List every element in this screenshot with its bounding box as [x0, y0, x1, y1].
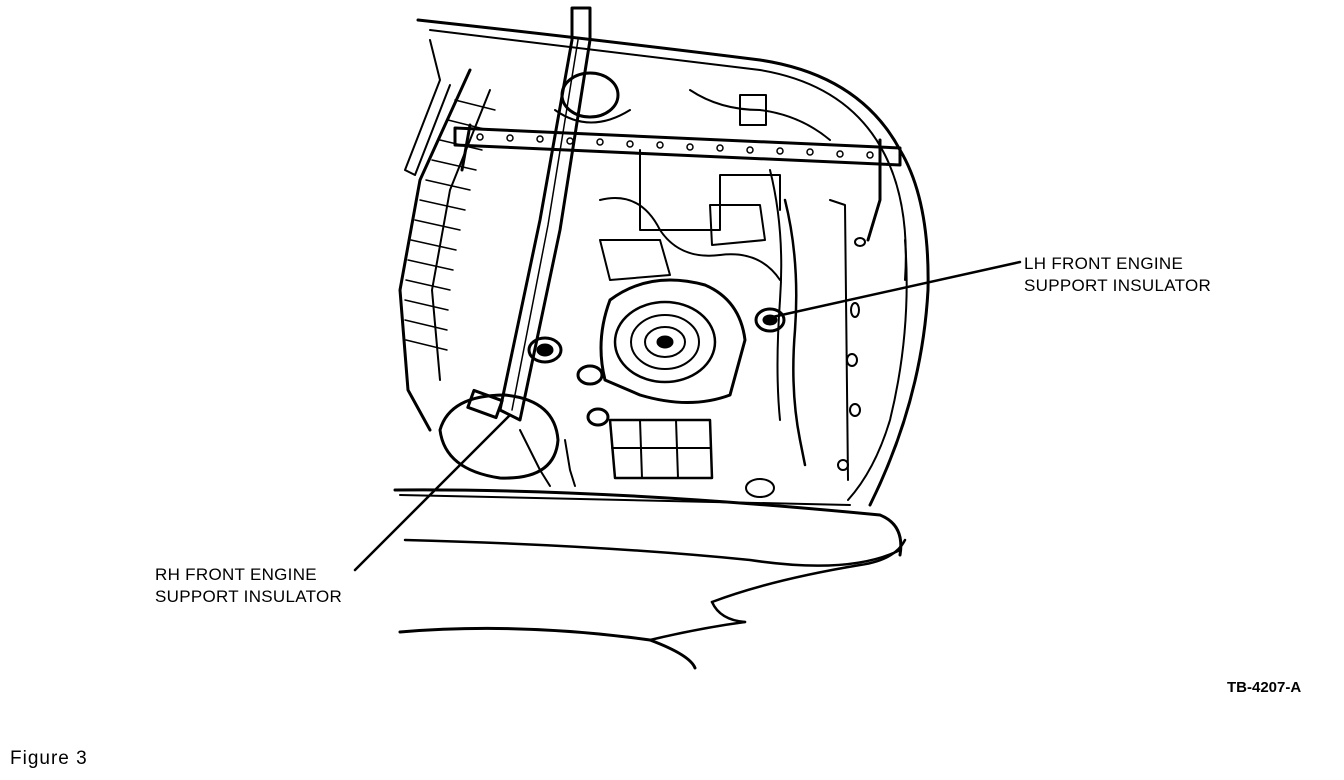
- flywheel-hub: [656, 335, 674, 349]
- lower-panel-line-2: [648, 620, 747, 642]
- lh-leader-line: [766, 260, 1022, 320]
- lower-right-grommet: [745, 478, 775, 498]
- lower-mount-bolt: [576, 364, 604, 386]
- figure-caption: Figure 3: [10, 748, 88, 769]
- rh-engine-mount: [527, 336, 563, 364]
- flywheel-outer: [613, 300, 717, 384]
- reference-code: TB-4207-A: [1227, 679, 1302, 696]
- bumper-lower: [710, 538, 907, 604]
- lh-callout-line-1: LH FRONT ENGINE: [1024, 254, 1184, 273]
- hood-outline: [416, 18, 930, 507]
- rh-callout-line-2: SUPPORT INSULATOR: [155, 587, 343, 606]
- bracket-assembly: [599, 239, 671, 281]
- support-fixture-bar: [453, 126, 902, 167]
- mount-bolt-small: [586, 407, 610, 427]
- bumper-lower-edge: [710, 600, 747, 624]
- relay-box: [739, 94, 767, 126]
- left-hood-strut: [404, 39, 451, 176]
- lower-hose-left: [519, 429, 551, 487]
- lh-insulator-callout: LH FRONT ENGINE SUPPORT INSULATOR: [1024, 253, 1211, 297]
- fixture-right-hook: [866, 138, 882, 242]
- wiring-harness: [599, 197, 781, 281]
- lower-panel-line: [398, 626, 697, 670]
- fixture-left-hook: [460, 123, 472, 172]
- lower-hose-right: [564, 439, 576, 487]
- bar-detail: [511, 39, 579, 411]
- radiator-outline: [398, 68, 472, 432]
- lh-callout-line-2: SUPPORT INSULATOR: [1024, 276, 1212, 295]
- strut-tower-base: [554, 109, 631, 124]
- right-brake-line: [783, 198, 807, 467]
- flywheel-inner: [644, 326, 686, 358]
- strut-tower: [560, 71, 620, 119]
- rh-callout-line-1: RH FRONT ENGINE: [155, 565, 317, 584]
- fixture-holes: [476, 133, 874, 159]
- fender-edge: [847, 239, 908, 501]
- transmission-housing: [599, 278, 747, 404]
- shock-tower-right: [829, 199, 849, 481]
- rh-insulator-callout: RH FRONT ENGINE SUPPORT INSULATOR: [155, 564, 342, 608]
- rh-leader-line: [353, 413, 512, 572]
- right-inner-line: [769, 169, 783, 421]
- fender-holes: [837, 237, 866, 471]
- intake-assembly: [639, 149, 781, 231]
- flywheel-mid: [630, 314, 700, 370]
- fender-lip-inner: [399, 494, 851, 506]
- radiator-inner: [431, 89, 491, 381]
- hose-upper: [689, 89, 831, 141]
- bumper-curve: [403, 538, 902, 567]
- vertical-support-bar: [498, 6, 592, 422]
- hood-inner-edge: [429, 29, 907, 281]
- coil-pack: [709, 204, 766, 246]
- lower-canister: [438, 393, 560, 480]
